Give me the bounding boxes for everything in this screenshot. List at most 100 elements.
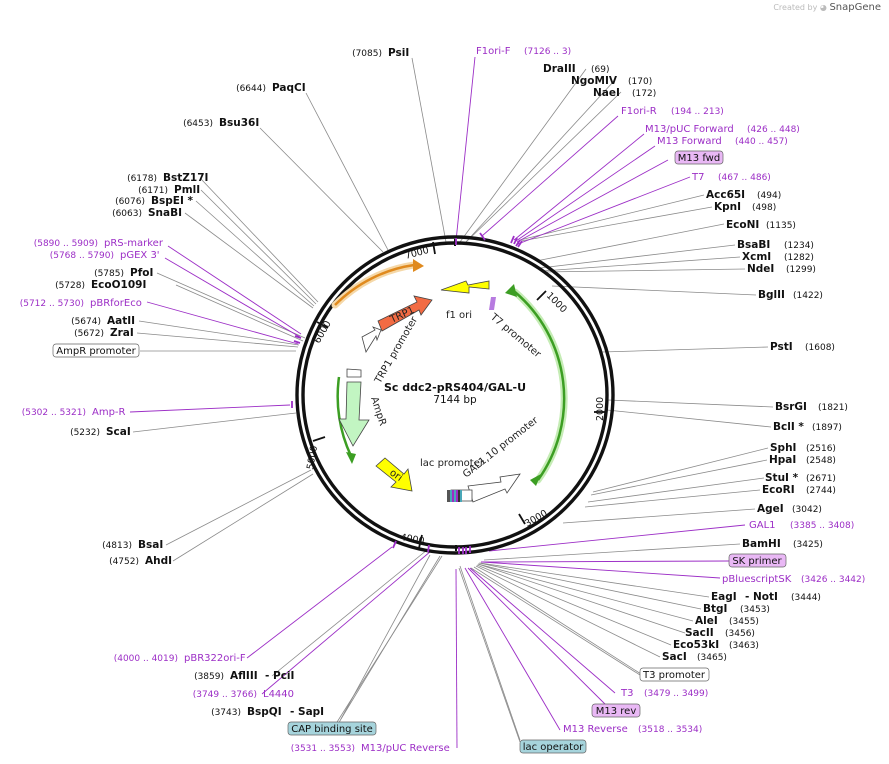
site-pos: (69)	[591, 65, 609, 75]
site-ndei: NdeI	[747, 263, 774, 275]
site-pos: (7085)	[352, 49, 382, 59]
feature-arrows	[338, 280, 521, 503]
site-pos: (172)	[632, 89, 656, 99]
site-bcli: BclI *	[773, 421, 804, 433]
leader-lines	[132, 57, 774, 741]
box-sk-primer: SK primer	[732, 556, 782, 567]
trp1-arc-bg	[331, 261, 418, 309]
site-pos: (3465)	[697, 653, 727, 663]
t7-arc-head	[505, 284, 517, 297]
site-bstz17i: BstZ17I	[163, 172, 208, 184]
site-pos: (6063)	[112, 209, 142, 219]
primer-pos: (3531 .. 3553)	[291, 744, 355, 754]
box-cap-binding-site: CAP binding site	[291, 724, 373, 735]
site-pos: (494)	[757, 191, 781, 201]
box-lac-operator: lac operator	[523, 742, 584, 753]
credit-brand: SnapGene	[829, 2, 881, 13]
primer-f1ori-f: F1ori-F	[476, 46, 511, 57]
tick-label-7000: 7000	[404, 245, 430, 262]
trp1-arc	[334, 263, 415, 306]
site-ecoo109i: EcoO109I	[91, 279, 146, 291]
tick-label-5000: 5000	[305, 445, 320, 471]
aux-lines	[334, 554, 641, 743]
primer-pgex-3: pGEX 3'	[120, 250, 160, 261]
credit-prefix: Created by	[773, 3, 818, 12]
site-pos: (1608)	[805, 343, 835, 353]
site-pos: (6076)	[115, 197, 145, 207]
primer-t3: T3	[620, 688, 633, 699]
site-pos: (2516)	[806, 444, 836, 454]
site-bsu36i: Bsu36I	[219, 117, 259, 129]
box-ampr-promoter: AmpR promoter	[56, 346, 136, 357]
primer-pos: (3385 .. 3408)	[790, 521, 854, 531]
mcs-marker	[447, 490, 462, 502]
site-snabi: SnaBI	[148, 207, 182, 219]
feature-arcs	[331, 259, 568, 486]
site-hpai: HpaI	[769, 454, 796, 466]
snapgene-logo-icon: ◕	[819, 3, 827, 12]
site-zrai: ZraI	[110, 327, 134, 339]
site-pos: (5728)	[55, 281, 85, 291]
primer-amp-r: Amp-R	[92, 407, 126, 418]
site-labels-left: (7085) PsiI (6644) PaqCI (6453) Bsu36I (…	[55, 47, 409, 718]
primer-ticks	[291, 232, 523, 554]
feature-label-gal1-10-promoter: GAL1,10 promoter	[461, 415, 541, 481]
site-pos: (3444)	[791, 593, 821, 603]
site-pos: (3042)	[792, 505, 822, 515]
site-pos: (1821)	[818, 403, 848, 413]
primer-m13-puc-forward: M13/pUC Forward	[645, 124, 734, 135]
site-scai: ScaI	[106, 426, 131, 438]
site-pos: (1234)	[784, 241, 814, 251]
site-bsabi: BsaBI	[737, 239, 770, 251]
plasmid-name: Sc ddc2-pRS404/GAL-U	[384, 381, 526, 394]
site-sphi: SphI	[770, 442, 796, 454]
site-econi: EcoNI	[726, 219, 759, 231]
primer-pos: (3518 .. 3534)	[638, 725, 702, 735]
site-pos: (6453)	[183, 119, 213, 129]
site-pos: (4752)	[109, 557, 139, 567]
primer-l4440: L4440	[263, 689, 294, 700]
t7-arc-tail	[530, 474, 541, 486]
site-pos: (5674)	[71, 317, 101, 327]
primer-pos: (440 .. 457)	[735, 137, 788, 147]
tick-marks	[312, 241, 606, 549]
plasmid-length: 7144 bp	[433, 394, 477, 406]
box-t3-promoter: T3 promoter	[642, 670, 706, 681]
site-labels-right: DraIII (69) NgoMIV (170) NaeI (172) Acc6…	[543, 63, 848, 663]
trp1-promoter-arrow	[361, 326, 382, 353]
plasmid-title: Sc ddc2-pRS404/GAL-U 7144 bp	[384, 381, 526, 406]
primer-pos: (194 .. 213)	[671, 107, 724, 117]
primer-pos: (467 .. 486)	[718, 173, 771, 183]
site-pos: (6644)	[236, 84, 266, 94]
site-acc65i: Acc65I	[706, 189, 745, 201]
primer-pos: (426 .. 448)	[747, 125, 800, 135]
primer-pos: (7126 .. 3)	[524, 47, 571, 57]
site-pos: (6171)	[138, 186, 168, 196]
primer-m13-forward: M13 Forward	[657, 136, 722, 147]
site-paqci: PaqCI	[272, 82, 306, 94]
site-pos: (1897)	[812, 423, 842, 433]
primer-lines	[129, 56, 746, 749]
feature-label-lac-promoter: lac promoter	[420, 458, 485, 469]
site-agei: AgeI	[757, 503, 784, 515]
site-sacii: SacII	[685, 627, 714, 639]
primer-pbrforeco: pBRforEco	[90, 298, 142, 309]
primer-m13-puc-reverse: M13/pUC Reverse	[361, 743, 450, 754]
primer-pos: (5768 .. 5790)	[50, 251, 114, 261]
primer-pbr322ori-f: pBR322ori-F	[184, 653, 246, 664]
site-btgi: BtgI	[703, 603, 727, 615]
site-afliii: AflIII	[230, 670, 258, 682]
ampr-arc	[336, 376, 353, 457]
site-pos: (2671)	[806, 474, 836, 484]
primer-pos: (3426 .. 3442)	[801, 575, 865, 585]
site-ngomiv: NgoMIV	[571, 75, 618, 87]
site-naei: NaeI	[593, 87, 620, 99]
primer-pbluescriptsk: pBluescriptSK	[722, 574, 792, 585]
ori-arrow	[375, 457, 413, 492]
primer-pos: (5712 .. 5730)	[20, 299, 84, 309]
site-pos: (2744)	[806, 486, 836, 496]
site-draiii: DraIII	[543, 63, 576, 75]
site-psti: PstI	[770, 341, 793, 353]
site-bspqi: BspQI	[247, 706, 282, 718]
site-pos: (1135)	[766, 221, 796, 231]
